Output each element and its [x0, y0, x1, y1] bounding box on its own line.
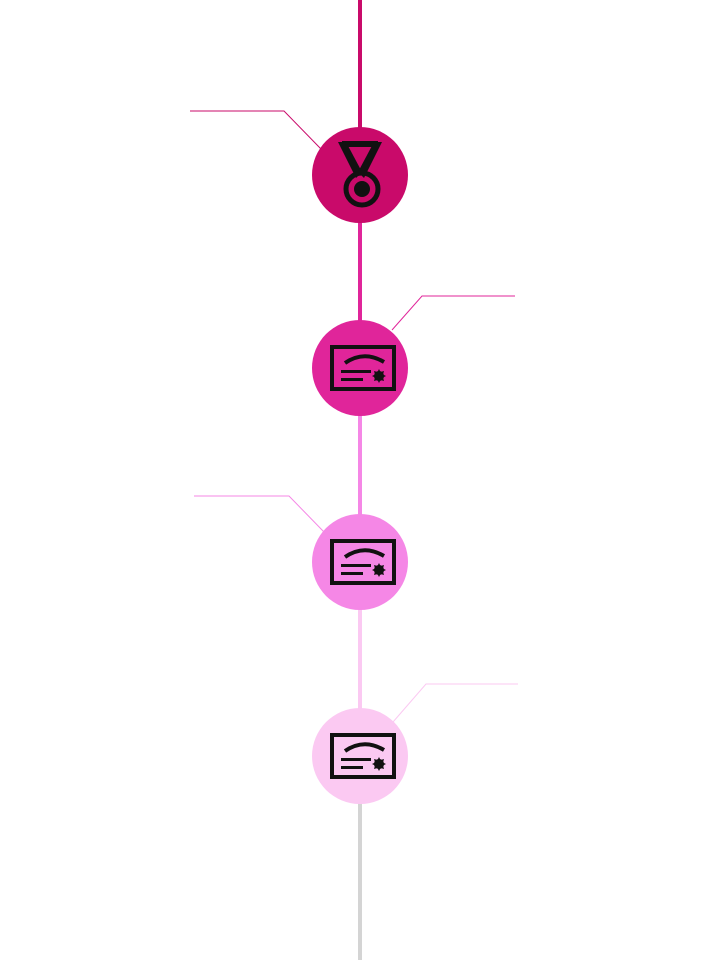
callout-line-4 — [392, 683, 518, 723]
milestone-3 — [312, 514, 408, 610]
milestone-4 — [312, 708, 408, 804]
certificate-icon — [330, 539, 396, 585]
milestone-node-4 — [312, 708, 408, 804]
milestone-node-2 — [312, 320, 408, 416]
callout-line-1 — [190, 110, 322, 150]
certificate-icon — [330, 733, 396, 779]
milestone-node-3 — [312, 514, 408, 610]
callout-line-3 — [194, 495, 326, 534]
callouts — [190, 110, 518, 723]
certificate-icon — [330, 345, 396, 391]
callout-line-2 — [391, 295, 515, 331]
milestone-2 — [312, 320, 408, 416]
medal-icon — [338, 141, 382, 208]
milestone-1 — [312, 127, 408, 223]
